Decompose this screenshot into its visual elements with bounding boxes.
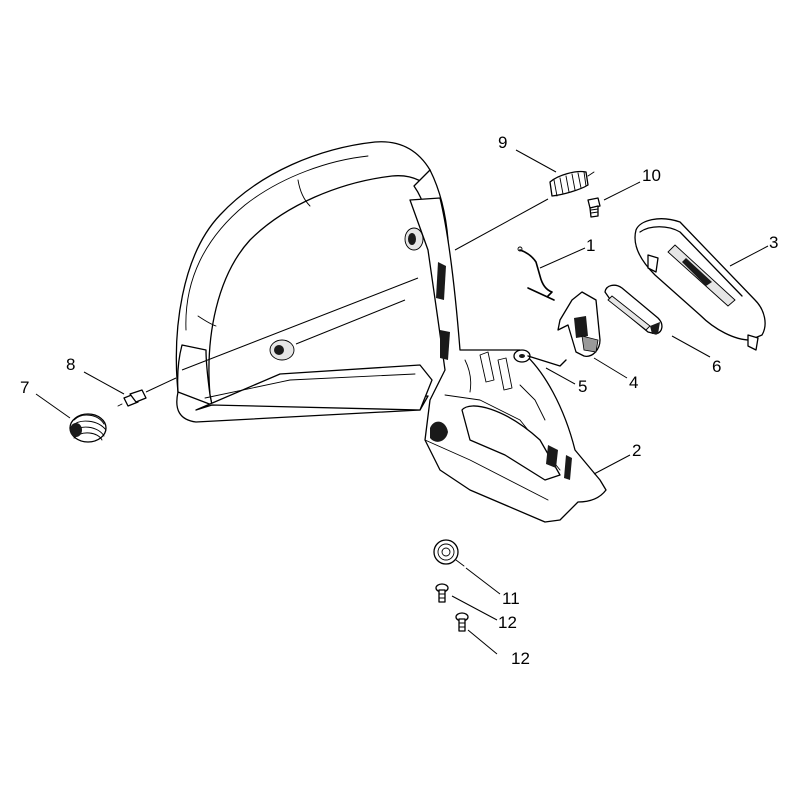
callout-5: 5 bbox=[578, 377, 587, 396]
leader-lines bbox=[35, 149, 769, 655]
callout-10: 10 bbox=[642, 166, 661, 185]
callout-3: 3 bbox=[769, 233, 778, 252]
rear-handle-housing bbox=[409, 197, 607, 523]
screw-12-upper bbox=[435, 583, 449, 603]
throttle-trigger bbox=[557, 291, 601, 357]
callout-8: 8 bbox=[66, 355, 75, 374]
callout-12-upper: 12 bbox=[498, 613, 517, 632]
callout-6: 6 bbox=[712, 357, 721, 376]
callout-labels: 9 10 1 3 6 4 5 2 7 8 11 12 12 bbox=[20, 133, 778, 668]
trigger-lockout bbox=[604, 284, 663, 335]
handle-bar-loop bbox=[175, 141, 453, 423]
callout-7: 7 bbox=[20, 378, 29, 397]
handle-mount-lower bbox=[269, 339, 295, 361]
callout-4: 4 bbox=[629, 373, 638, 392]
callout-11: 11 bbox=[502, 589, 520, 608]
av-spring-left bbox=[69, 413, 107, 443]
spring-clip bbox=[513, 349, 567, 367]
handle-cover bbox=[634, 218, 766, 351]
callout-1: 1 bbox=[586, 236, 595, 255]
screw-12-lower bbox=[455, 612, 469, 632]
callout-2: 2 bbox=[632, 441, 641, 460]
wire-rod bbox=[517, 246, 555, 301]
coil-spring-11 bbox=[433, 539, 465, 567]
callout-9: 9 bbox=[498, 133, 507, 152]
av-spring-upper bbox=[549, 170, 595, 197]
screw-10 bbox=[587, 197, 601, 218]
mount-pin bbox=[117, 389, 147, 407]
callout-12-lower: 12 bbox=[511, 649, 530, 668]
handle-mount-upper bbox=[404, 227, 424, 251]
